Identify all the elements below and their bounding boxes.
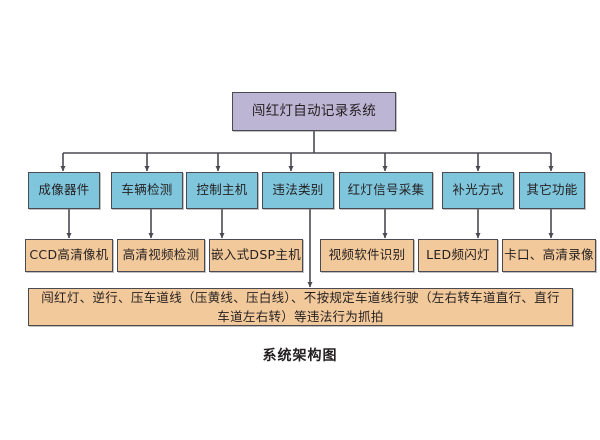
- node-fill-light-mode[interactable]: 补光方式: [442, 172, 514, 209]
- node-label: 嵌入式DSP主机: [211, 247, 301, 263]
- node-violation-capture-list[interactable]: 闯红灯、逆行、压车道线（压黄线、压白线）、不按规定车道线行驶（左右转车道直行、直…: [28, 288, 573, 326]
- node-label: LED频闪灯: [426, 247, 490, 263]
- node-root-label: 闯红灯自动记录系统: [251, 103, 377, 120]
- node-ccd-hd-camera[interactable]: CCD高清像机: [25, 239, 113, 272]
- node-hd-video-detection[interactable]: 高清视频检测: [117, 239, 205, 272]
- node-label: 闯红灯、逆行、压车道线（压黄线、压白线）、不按规定车道线行驶（左右转车道直行、直…: [41, 289, 560, 324]
- node-label: 控制主机: [196, 182, 248, 198]
- node-violation-category[interactable]: 违法类别: [262, 172, 334, 209]
- node-label: 红灯信号采集: [347, 182, 425, 198]
- node-label: CCD高清像机: [29, 247, 109, 263]
- node-control-host[interactable]: 控制主机: [186, 172, 258, 209]
- node-label: 车辆检测: [121, 182, 173, 198]
- node-label: 补光方式: [452, 182, 504, 198]
- node-label: 违法类别: [272, 182, 324, 198]
- node-label: 卡口、高清录像: [504, 247, 594, 263]
- node-imaging-device[interactable]: 成像器件: [28, 172, 100, 209]
- node-label: 高清视频检测: [122, 247, 200, 263]
- node-checkpoint-hd-recording[interactable]: 卡口、高清录像: [502, 239, 596, 272]
- node-red-light-signal-acquisition[interactable]: 红灯信号采集: [339, 172, 433, 209]
- node-video-software-recognition[interactable]: 视频软件识别: [320, 239, 414, 272]
- node-led-strobe-light[interactable]: LED频闪灯: [418, 239, 498, 272]
- node-label: 其它功能: [526, 182, 578, 198]
- node-label: 视频软件识别: [328, 247, 406, 263]
- node-vehicle-detection[interactable]: 车辆检测: [111, 172, 183, 209]
- node-other-functions[interactable]: 其它功能: [519, 172, 585, 209]
- node-root[interactable]: 闯红灯自动记录系统: [232, 92, 396, 131]
- diagram-caption: 系统架构图: [262, 348, 338, 364]
- node-label: 成像器件: [38, 182, 90, 198]
- node-embedded-dsp-host[interactable]: 嵌入式DSP主机: [209, 239, 303, 272]
